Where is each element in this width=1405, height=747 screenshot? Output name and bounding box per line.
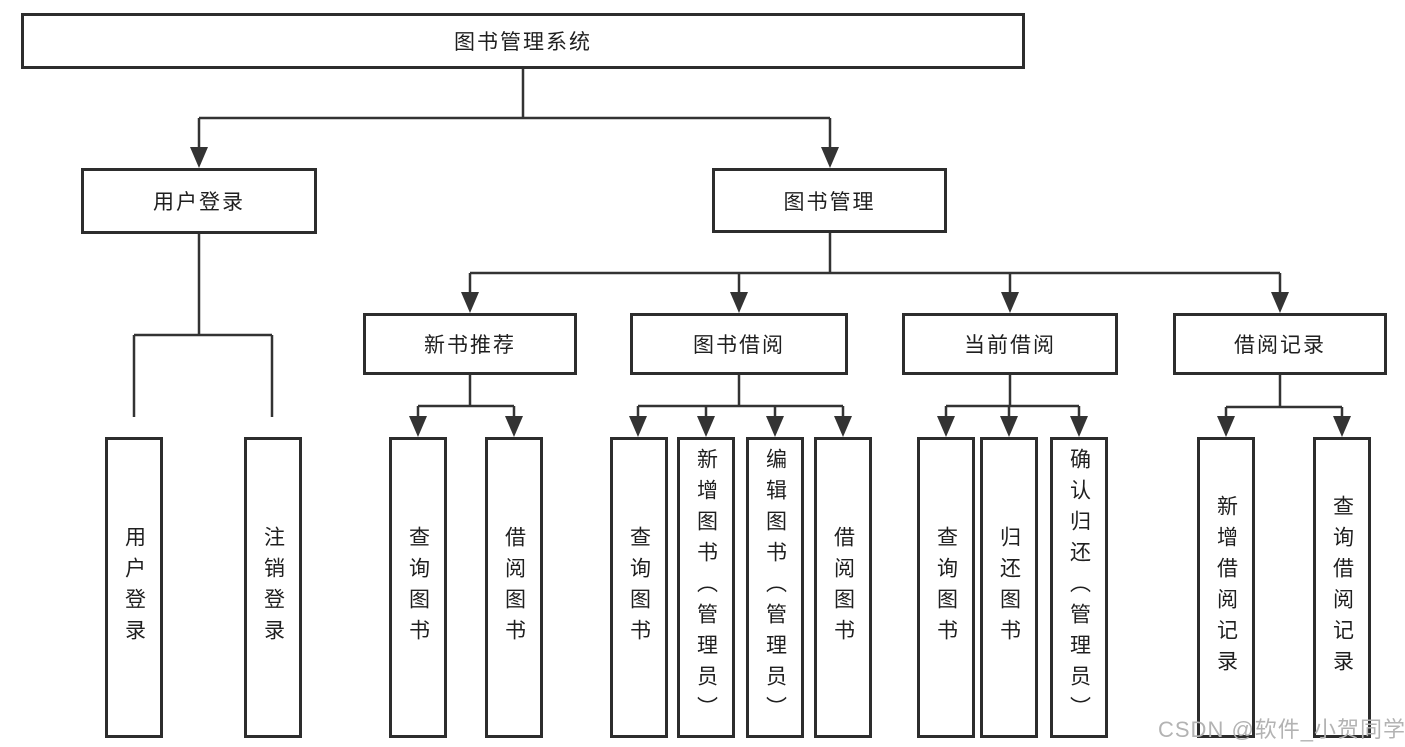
arrow-down-icon: [1070, 416, 1088, 437]
arrow-down-icon: [766, 416, 784, 437]
leaf-borrow-books: 借阅图书: [814, 437, 872, 738]
leaf-return-books: 归还图书: [980, 437, 1038, 738]
arrow-down-icon: [834, 416, 852, 437]
node-current-borrowing: 当前借阅: [902, 313, 1118, 375]
arrow-down-icon: [1217, 416, 1235, 437]
node-borrowing-records: 借阅记录: [1173, 313, 1387, 375]
arrow-down-icon: [409, 416, 427, 437]
node-book-borrowing: 图书借阅: [630, 313, 848, 375]
leaf-user-login: 用户登录: [105, 437, 163, 738]
arrow-down-icon: [937, 416, 955, 437]
leaf-query-books: 查询图书: [610, 437, 668, 738]
leaf-logout: 注销登录: [244, 437, 302, 738]
leaf-confirm-return-admin: 确认归还（管理员）: [1050, 437, 1108, 738]
arrow-down-icon: [730, 292, 748, 313]
node-new-book-recommendation: 新书推荐: [363, 313, 577, 375]
leaf-add-books-admin: 新增图书（管理员）: [677, 437, 735, 738]
leaf-borrow-books: 借阅图书: [485, 437, 543, 738]
leaf-add-borrow-record: 新增借阅记录: [1197, 437, 1255, 738]
leaf-query-borrow-record: 查询借阅记录: [1313, 437, 1371, 738]
arrow-down-icon: [1001, 292, 1019, 313]
arrow-down-icon: [1271, 292, 1289, 313]
tree-connector-path: [132, 69, 1344, 417]
arrow-down-icon: [505, 416, 523, 437]
arrow-down-icon: [190, 147, 208, 168]
leaf-edit-books-admin: 编辑图书（管理员）: [746, 437, 804, 738]
arrow-down-icon: [1333, 416, 1351, 437]
node-library-management-system: 图书管理系统: [21, 13, 1025, 69]
arrow-down-icon: [629, 416, 647, 437]
arrow-down-icon: [821, 147, 839, 168]
leaf-query-books: 查询图书: [917, 437, 975, 738]
node-book-management: 图书管理: [712, 168, 947, 233]
arrow-down-icon: [461, 292, 479, 313]
watermark: CSDN @软件_小贺同学: [1158, 717, 1405, 742]
leaf-query-books: 查询图书: [389, 437, 447, 738]
arrow-down-icon: [1000, 416, 1018, 437]
node-user-login: 用户登录: [81, 168, 317, 234]
arrow-down-icon: [697, 416, 715, 437]
